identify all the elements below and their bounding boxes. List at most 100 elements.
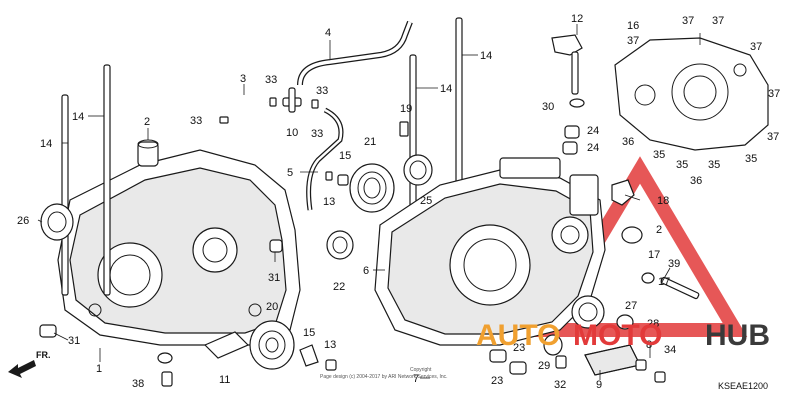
bolt-38	[161, 371, 173, 387]
callout-14: 14	[40, 138, 52, 150]
sensor-12	[551, 34, 583, 95]
t-joint-10	[282, 87, 302, 113]
callout-1: 1	[96, 363, 102, 375]
copyright-line-2: Page design (c) 2004-2017 by ARI Network…	[320, 374, 448, 380]
callout-4: 4	[325, 27, 331, 39]
callout-14: 14	[480, 50, 492, 62]
callout-17: 17	[648, 249, 660, 261]
callout-15: 15	[303, 327, 315, 339]
callout-39: 39	[668, 258, 680, 270]
clamps-33	[219, 97, 319, 124]
oil-seal-27	[571, 295, 605, 329]
oil-seal-22	[326, 230, 354, 260]
o-ring-30	[569, 98, 585, 108]
callout-37: 37	[750, 41, 762, 53]
watermark-hub: HUB	[705, 319, 770, 352]
dowel-pin-2-right	[621, 226, 643, 244]
callout-12: 12	[571, 13, 583, 25]
plate-11	[203, 331, 250, 359]
callout-37: 37	[682, 15, 694, 27]
bracket-18	[611, 179, 635, 206]
bearing-20	[249, 320, 295, 370]
callout-37: 37	[767, 131, 779, 143]
callout-8: 8	[646, 339, 652, 351]
callout-30: 30	[542, 101, 554, 113]
front-label: FR.	[36, 350, 51, 360]
callout-9: 9	[596, 379, 602, 391]
callout-35: 35	[676, 159, 688, 171]
callout-2: 2	[144, 116, 150, 128]
right-side-cover	[614, 37, 769, 151]
callout-28: 28	[647, 318, 659, 330]
callout-14: 14	[440, 83, 452, 95]
callout-35: 35	[745, 153, 757, 165]
bolt-39	[660, 276, 700, 300]
callout-33: 33	[265, 74, 277, 86]
callout-15: 15	[339, 150, 351, 162]
callout-38: 38	[132, 378, 144, 390]
callout-19: 19	[400, 103, 412, 115]
callout-23: 23	[513, 342, 525, 354]
callout-35: 35	[653, 149, 665, 161]
callout-35: 35	[708, 159, 720, 171]
watermark-moto: MOTO	[573, 319, 662, 352]
callout-10: 10	[286, 127, 298, 139]
callout-13: 13	[324, 339, 336, 351]
breather-hose-3	[223, 93, 270, 116]
dowel-pin-2	[137, 139, 159, 167]
front-direction-arrow: FR.	[8, 350, 51, 378]
callout-36: 36	[690, 175, 702, 187]
callout-6: 6	[363, 265, 369, 277]
copyright-line-1: Copyright	[410, 367, 432, 373]
collars-24	[562, 125, 580, 155]
callout-18: 18	[657, 195, 669, 207]
breather-tube-5	[306, 107, 344, 211]
callout-11: 11	[219, 374, 230, 386]
callout-labels: 1 2 2 3 4 5 6 7 8 9 10 11 12 13 13 14 14…	[17, 13, 780, 391]
callout-25: 25	[420, 195, 432, 207]
callout-22: 22	[333, 281, 345, 293]
plug-32	[555, 355, 567, 369]
callout-7: 7	[413, 373, 419, 385]
callout-36: 36	[622, 136, 634, 148]
callout-14: 14	[72, 111, 84, 123]
callout-17: 17	[658, 276, 670, 288]
bolt-15-13-upper	[325, 171, 349, 186]
watermark-auto: AUTO	[476, 319, 560, 352]
callout-20: 20	[266, 301, 278, 313]
bolt-19	[399, 121, 409, 137]
bolt-15-13-lower	[299, 344, 337, 371]
breather-tube-4	[297, 20, 413, 86]
callout-31: 31	[68, 335, 80, 347]
stud-bolts-left	[61, 64, 111, 296]
watermark-text: AUTO MOTO HUB	[476, 319, 770, 352]
washer-7	[157, 352, 173, 364]
callout-16: 16	[627, 20, 639, 32]
callout-2: 2	[656, 224, 662, 236]
callout-37: 37	[768, 88, 780, 100]
callout-34: 34	[664, 344, 676, 356]
callout-5: 5	[287, 167, 293, 179]
callout-13: 13	[323, 196, 335, 208]
callout-33: 33	[316, 85, 328, 97]
callout-33: 33	[311, 128, 323, 140]
dowels-23	[489, 349, 527, 375]
callout-32: 32	[554, 379, 566, 391]
callout-27: 27	[625, 300, 637, 312]
callout-23: 23	[491, 375, 503, 387]
diagram-code: KSEAE1200	[718, 381, 768, 391]
washer-17	[641, 272, 655, 284]
dowels-31	[39, 239, 283, 338]
bolt-8-34	[635, 359, 666, 383]
callout-33: 33	[190, 115, 202, 127]
collar-28	[616, 314, 634, 330]
callout-3: 3	[240, 73, 246, 85]
callout-24: 24	[587, 142, 599, 154]
right-crankcase	[374, 157, 606, 346]
bearing-21	[349, 163, 395, 213]
callout-21: 21	[364, 136, 376, 148]
oil-seal-26	[40, 203, 74, 241]
callout-26: 26	[17, 215, 29, 227]
callout-37: 37	[712, 15, 724, 27]
